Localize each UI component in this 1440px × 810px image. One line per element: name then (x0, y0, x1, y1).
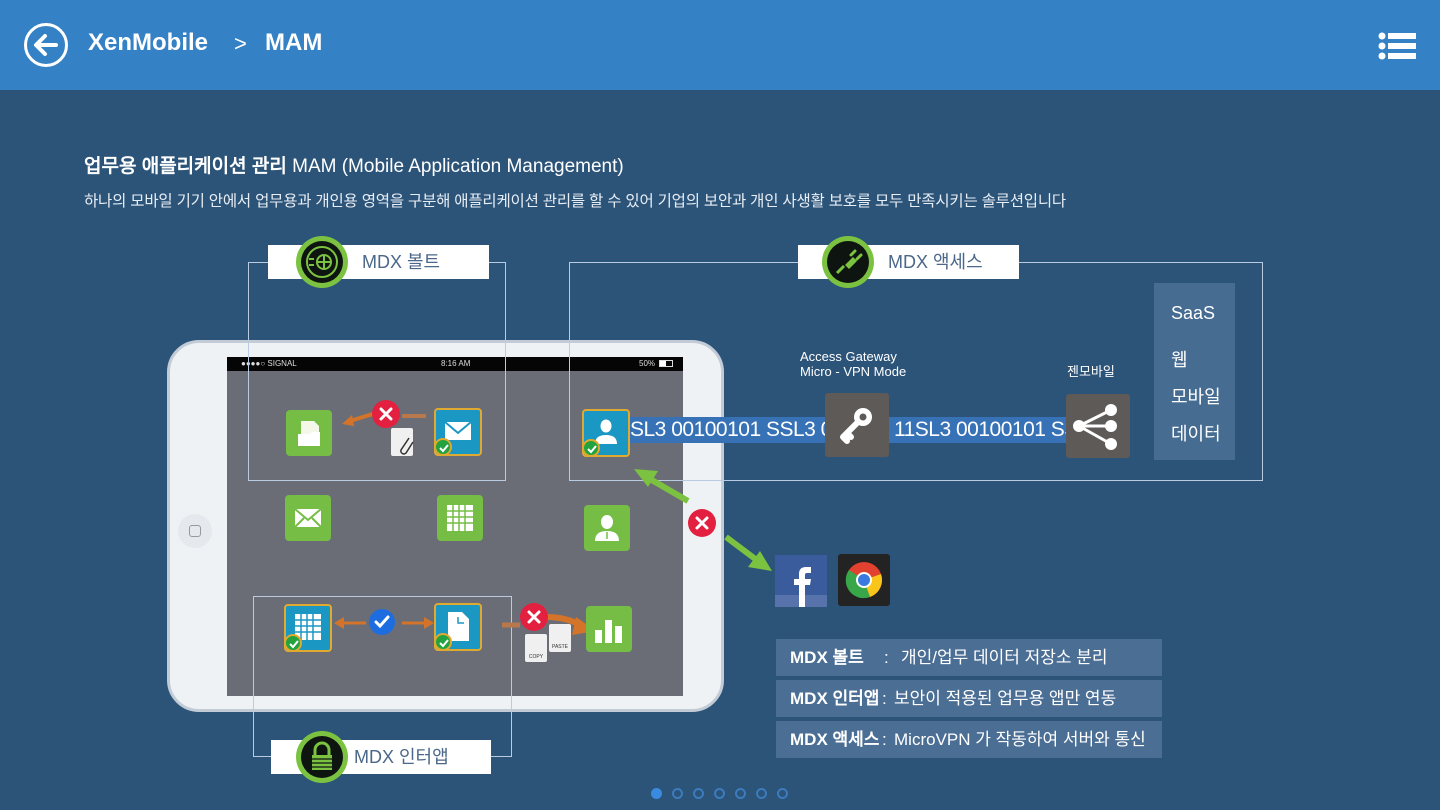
app-spreadsheet (437, 495, 483, 541)
verified-check-icon (582, 439, 600, 457)
page-dot-2[interactable] (672, 788, 683, 799)
legend-row-vault: MDX 볼트 : 개인/업무 데이터 저장소 분리 (776, 639, 1162, 676)
legend-row-access: MDX 액세스 : MicroVPN 가 작동하여 서버와 통신 (776, 721, 1162, 758)
target-mobile: 모바일 (1171, 387, 1221, 407)
lock-icon (312, 741, 332, 770)
back-button[interactable] (24, 23, 68, 67)
page-dot-4[interactable] (714, 788, 725, 799)
deny-icon (688, 509, 716, 537)
interapp-label: MDX 인터앱 (354, 747, 449, 767)
target-services-box: SaaS 웹 모바일 데이터 (1154, 283, 1235, 460)
chrome-icon (845, 562, 883, 599)
facebook-app (775, 555, 827, 607)
access-badge (822, 236, 874, 288)
share-icon (1073, 404, 1117, 450)
page-dot-5[interactable] (735, 788, 746, 799)
document-icon (448, 612, 469, 641)
access-label: MDX 액세스 (888, 252, 983, 272)
orange-arrow-stub-icon (402, 414, 426, 418)
page-dot-7[interactable] (777, 788, 788, 799)
app-charts (586, 606, 632, 652)
green-arrows (634, 469, 772, 571)
allow-icon (369, 609, 395, 635)
xenmobile-tile (1066, 394, 1130, 458)
gateway-label: Access Gateway Micro - VPN Mode (800, 349, 907, 379)
page-dot-6[interactable] (756, 788, 767, 799)
attachment-document-icon (391, 428, 414, 456)
mail-icon (444, 421, 472, 440)
data-stream-left: SL3 00100101 SSL3 0 (630, 418, 832, 441)
mail-icon (294, 508, 322, 528)
verified-check-icon (434, 633, 452, 651)
chrome-app (838, 554, 890, 606)
vault-icon (306, 246, 338, 278)
breadcrumb-current: MAM (265, 29, 323, 56)
app-files (286, 410, 332, 456)
verified-check-icon (284, 634, 302, 652)
gateway-tile (825, 393, 889, 457)
orange-arrow-left-icon (342, 411, 377, 426)
bar-chart-icon (595, 620, 622, 643)
data-stream-right: 11SL3 00100101 SS (894, 418, 1066, 441)
tablet-home-button (178, 514, 212, 548)
app-secure-spreadsheet (284, 604, 332, 652)
verified-check-icon (434, 438, 452, 456)
key-icon (840, 408, 872, 444)
battery-text: 50% (639, 359, 656, 368)
vault-badge (296, 236, 348, 288)
app-contacts (584, 505, 630, 551)
target-data: 데이터 (1171, 424, 1221, 444)
target-saas: SaaS (1171, 303, 1216, 323)
breadcrumb-xenmobile[interactable]: XenMobile (88, 29, 209, 56)
title-rest: MAM (Mobile Application Management) (286, 156, 624, 177)
page-title: 업무용 애플리케이션 관리 MAM (Mobile Application Ma… (84, 151, 624, 178)
deny-icon (520, 603, 548, 631)
time-text: 8:16 AM (441, 359, 471, 368)
vault-label: MDX 볼트 (362, 252, 441, 272)
grid-icon (447, 505, 473, 531)
list-menu-icon (1378, 32, 1416, 60)
plug-icon (835, 249, 863, 275)
person-icon (595, 515, 619, 541)
menu-button[interactable] (1378, 32, 1416, 60)
orange-bidirectional-arrow (334, 617, 434, 629)
back-arrow-icon (34, 34, 58, 56)
page-dot-1[interactable] (651, 788, 662, 799)
signal-text: ●●●●○ SIGNAL (241, 359, 297, 368)
app-mail (285, 495, 331, 541)
xenmobile-label: 젠모바일 (1067, 364, 1115, 379)
paste-document-icon: PASTE (549, 624, 571, 652)
deny-icon (372, 400, 400, 428)
page-dot-3[interactable] (693, 788, 704, 799)
interapp-badge (296, 731, 348, 783)
person-icon (595, 419, 617, 444)
top-bar: XenMobile > MAM (0, 0, 1440, 90)
copy-document-icon: COPY (525, 634, 547, 662)
target-web: 웹 (1171, 350, 1188, 370)
title-bold: 업무용 애플리케이션 관리 (84, 156, 287, 177)
facebook-icon (775, 567, 827, 607)
battery-icon (659, 360, 673, 367)
page-description: 하나의 모바일 기기 안에서 업무용과 개인용 영역을 구분해 애플리케이션 관… (84, 193, 1066, 210)
legend-row-interapp: MDX 인터앱 : 보안이 적용된 업무용 앱만 연동 (776, 680, 1162, 717)
folder-document-icon (298, 421, 320, 446)
breadcrumb-separator: > (234, 31, 247, 56)
